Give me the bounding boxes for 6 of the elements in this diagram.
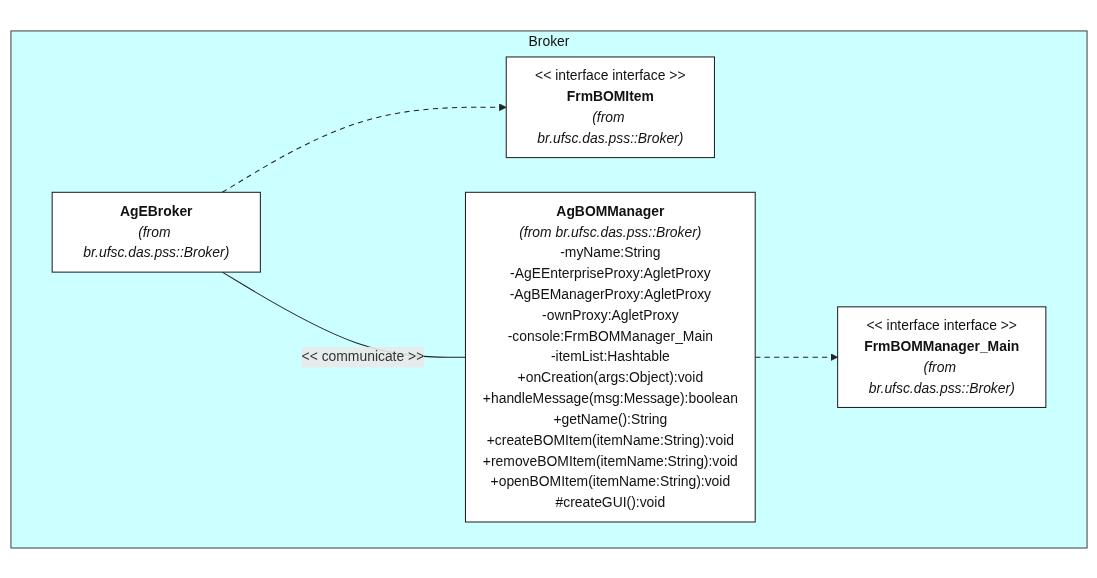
node-box: << interface interface >> FrmBOMItem (from br.ufsc.das.pss::Broker) — [505, 55, 715, 158]
node-box: << interface interface >> FrmBOMManager_Main (from br.ufsc.das.pss::Broker) — [836, 305, 1046, 408]
node-box: AgBOMManager (from br.ufsc.das.pss::Broker) -myName:String -AgEEnterpriseProxy:AgletProxy -AgBEManagerProxy:AgletProxy -ownProxy:AgletProxy -console:FrmBOMManager_Main -itemList:Hashtable +onCreation(args:Object):void +handleMessage(msg:Message):boolean +getName():String +createBOMItem(itemName:String):void +removeBOMItem(itemName:String):void +openBOMItem(itemName:String):void #createGUI():void — [464, 191, 756, 522]
edge-label: << communicate >> — [301, 348, 424, 364]
node-box: AgEBroker (from br.ufsc.das.pss::Broker) — [51, 191, 261, 273]
arrow — [754, 352, 838, 361]
